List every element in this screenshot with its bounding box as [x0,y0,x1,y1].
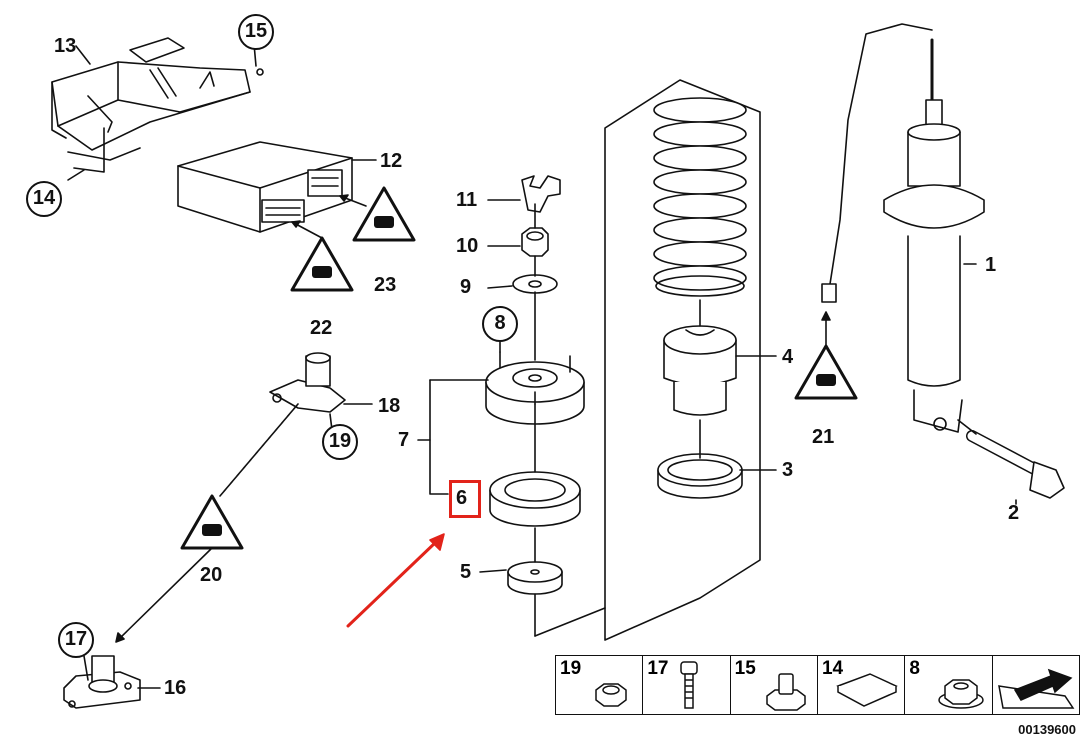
callout-7: 7 [398,429,410,451]
warning-triangles [180,186,858,550]
flange-nut-icon [938,679,985,709]
legend-item-19: 19 [556,656,644,714]
clip-part [521,175,561,213]
legend-number: 8 [909,658,920,679]
spring-seat-part [657,453,743,499]
legend-item-17: 17 [643,656,731,714]
callout-3: 3 [782,459,794,481]
legend-number: 19 [560,658,582,679]
bump-stop-part [663,325,737,416]
diagram-reference-number: 00139600 [1018,722,1076,737]
legend-number: 15 [734,658,756,679]
arrow-direction-icon [997,668,1075,709]
legend-number: 17 [647,658,669,679]
legend-number: 14 [821,658,844,679]
callout-22: 22 [310,317,333,339]
callout-2: 2 [1008,502,1020,524]
hex-nut-icon [595,683,627,707]
screw-icon [680,661,699,709]
highlight-box-part-6 [449,480,481,518]
callout-14-circle: 14 [26,181,62,217]
bolt-part [966,430,1065,499]
callout-9: 9 [460,276,472,298]
callout-19-circle: 19 [322,424,358,460]
callout-5: 5 [460,561,472,583]
sensor-lower-part [63,655,141,709]
shock-absorber-part [883,38,985,433]
coil-spring-part [604,79,761,641]
callout-1: 1 [985,254,997,276]
bearing-ring-part [489,471,581,527]
callout-15-circle: 15 [238,14,274,50]
cap-part [507,561,563,595]
legend-item-15: 15 [731,656,818,714]
fastener-legend: 19 17 15 14 8 [555,655,1080,715]
control-unit-part [177,141,353,233]
sensor-upper-part [269,352,346,413]
washer-part [512,274,558,294]
callout-6: 6 [456,487,468,509]
clip-icon [836,673,898,707]
callout-20: 20 [200,564,223,586]
legend-item-14: 14 [818,656,906,714]
callout-11: 11 [456,189,478,211]
callout-18: 18 [378,395,401,417]
callout-12: 12 [380,150,403,172]
callout-21: 21 [812,426,835,448]
callout-23: 23 [374,274,397,296]
callout-13: 13 [54,35,77,57]
strut-mount-part [485,351,585,425]
callout-10: 10 [456,235,479,257]
legend-direction-cell [993,656,1079,714]
callout-16: 16 [164,677,187,699]
callout-17-circle: 17 [58,622,94,658]
callout-8-circle: 8 [482,306,518,342]
legend-item-8: 8 [905,656,993,714]
weld-nut-icon [765,673,806,711]
nut-part [521,227,549,257]
callout-4: 4 [782,346,794,368]
